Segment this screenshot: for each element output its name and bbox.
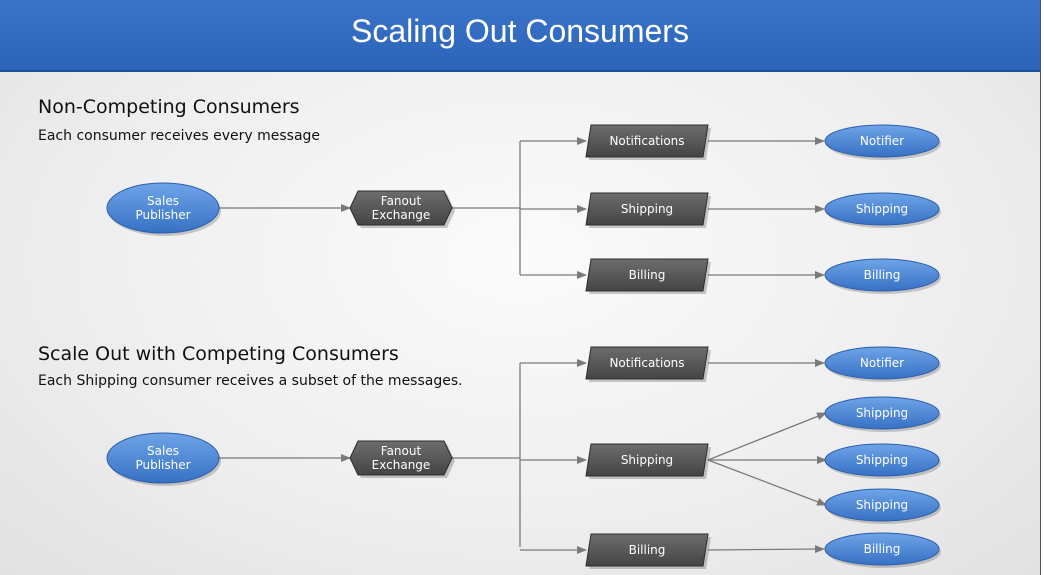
s1-consumer-2-shipping-label: Shipping bbox=[856, 202, 908, 216]
s1-queue-shipping-shape bbox=[585, 192, 709, 226]
s1-sales-publisher-label-2: Publisher bbox=[135, 208, 190, 222]
s2-sales-publisher-label-2: Publisher bbox=[135, 458, 190, 472]
s1-sales-publisher-shape bbox=[106, 182, 220, 234]
section-1-heading: Non-Competing Consumers bbox=[38, 96, 300, 118]
s1-consumer-2-shipping: Shipping bbox=[824, 192, 941, 228]
s1-queue-notifications-shape bbox=[585, 124, 709, 158]
s1-queue-billing-shape bbox=[585, 258, 709, 292]
s1-consumer-1-notifier-shape bbox=[824, 124, 940, 158]
s2-consumer-4-shipping: Shipping bbox=[824, 488, 941, 524]
s2-fanout-exchange-label-2: Exchange bbox=[372, 458, 431, 472]
s1-queue-billing-label: Billing bbox=[629, 268, 666, 282]
s2-queue-shipping-shape bbox=[585, 443, 709, 477]
s2-consumer-2-shipping-label: Shipping bbox=[856, 406, 908, 420]
s1-consumer-3-billing: Billing bbox=[824, 258, 941, 294]
s1-consumer-1-notifier: Notifier bbox=[824, 124, 941, 160]
s1-queue-shipping-label: Shipping bbox=[621, 202, 673, 216]
s2-fanout-exchange-label-1: Fanout bbox=[381, 444, 422, 458]
s2-queue-notifications-label: Notifications bbox=[609, 356, 684, 370]
s2-queue-notifications: Notifications bbox=[585, 346, 711, 382]
s1-fanout-exchange-label-2: Exchange bbox=[372, 208, 431, 222]
s2-sales-publisher-label-1: Sales bbox=[147, 444, 179, 458]
s1-consumer-1-notifier-label: Notifier bbox=[860, 134, 904, 148]
s1-queue-notifications: Notifications bbox=[585, 124, 711, 160]
section-2-heading: Scale Out with Competing Consumers bbox=[38, 343, 399, 365]
s2-consumer-1-notifier: Notifier bbox=[824, 346, 941, 382]
s2-consumer-2-shipping: Shipping bbox=[824, 396, 941, 432]
s1-fanout-exchange-label-1: Fanout bbox=[381, 194, 422, 208]
section-1-subheading: Each consumer receives every message bbox=[38, 128, 321, 144]
s2-consumer-2-shipping-shape bbox=[824, 396, 940, 430]
s2-consumer-4-shipping-shape bbox=[824, 488, 940, 522]
s2-consumer-3-shipping-label: Shipping bbox=[856, 453, 908, 467]
s2-queue-3-to-consumer-5-arrow bbox=[707, 545, 825, 554]
s2-fanout-exchange-shape bbox=[349, 440, 453, 476]
s1-sales-publisher-label-1: Sales bbox=[147, 194, 179, 208]
s1-consumer-3-billing-label: Billing bbox=[864, 268, 901, 282]
section-2-subheading: Each Shipping consumer receives a subset… bbox=[38, 373, 463, 389]
s2-queue-billing-label: Billing bbox=[629, 543, 666, 557]
s2-queue-2-to-consumer-4-arrow bbox=[707, 459, 827, 506]
s2-queue-shipping: Shipping bbox=[585, 443, 711, 479]
s1-queue-billing: Billing bbox=[585, 258, 711, 294]
s2-consumer-5-billing: Billing bbox=[824, 532, 941, 568]
s2-consumer-3-shipping-shape bbox=[824, 443, 940, 477]
s2-consumer-1-notifier-label: Notifier bbox=[860, 356, 904, 370]
s1-consumer-3-billing-shape bbox=[824, 258, 940, 292]
title-bar: Scaling Out Consumers bbox=[0, 0, 1040, 72]
s2-consumer-5-billing-shape bbox=[824, 532, 940, 566]
s1-fanout-exchange-shape bbox=[349, 190, 453, 226]
s2-sales-publisher-shape bbox=[106, 432, 220, 484]
slide-title: Scaling Out Consumers bbox=[351, 13, 689, 49]
s1-queue-notifications-label: Notifications bbox=[609, 134, 684, 148]
s2-consumer-4-shipping-label: Shipping bbox=[856, 498, 908, 512]
s2-consumer-3-shipping: Shipping bbox=[824, 443, 941, 479]
s2-queue-notifications-shape bbox=[585, 346, 709, 380]
s2-consumer-1-notifier-shape bbox=[824, 346, 940, 380]
s2-queue-2-to-consumer-2-arrow bbox=[707, 412, 827, 461]
s2-consumer-5-billing-label: Billing bbox=[864, 542, 901, 556]
s2-queue-billing: Billing bbox=[585, 533, 711, 569]
s1-consumer-2-shipping-shape bbox=[824, 192, 940, 226]
s2-queue-shipping-label: Shipping bbox=[621, 453, 673, 467]
s1-queue-shipping: Shipping bbox=[585, 192, 711, 228]
s2-queue-billing-shape bbox=[585, 533, 709, 567]
